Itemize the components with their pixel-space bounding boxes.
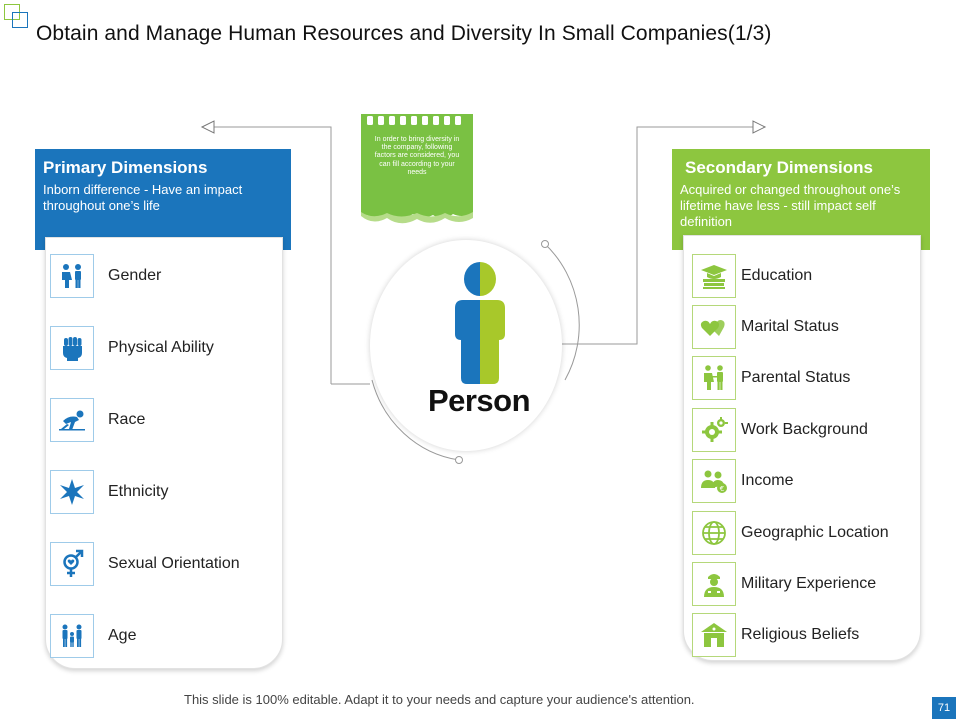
secondary-item-label: Work Background <box>741 421 868 438</box>
income-icon: € <box>692 459 736 503</box>
primary-item-race: Race <box>50 398 145 442</box>
slide-title: Obtain and Manage Human Resources and Di… <box>36 22 772 45</box>
primary-item-gender: Gender <box>50 254 161 298</box>
primary-item-label: Age <box>108 627 137 644</box>
primary-item-label: Sexual Orientation <box>108 555 240 572</box>
temple-icon <box>692 613 736 657</box>
secondary-item-label: Marital Status <box>741 318 839 335</box>
svg-text:€: € <box>720 485 724 493</box>
secondary-item-parental-status: Parental Status <box>692 356 850 400</box>
person-icon <box>455 262 505 384</box>
primary-dimensions-title: Primary Dimensions <box>43 158 208 177</box>
secondary-item-marital-status: Marital Status <box>692 305 839 349</box>
footer-text: This slide is 100% editable. Adapt it to… <box>184 692 695 707</box>
orientation-symbol-icon <box>50 542 94 586</box>
secondary-item-geographic-location: Geographic Location <box>692 511 889 555</box>
secondary-item-label: Education <box>741 267 813 284</box>
secondary-item-label: Religious Beliefs <box>741 626 860 643</box>
primary-dimensions-card: Gender Physical Ability Race Ethnicity S… <box>45 237 283 669</box>
primary-item-sexual-orientation: Sexual Orientation <box>50 542 240 586</box>
torn-paper-icon <box>361 114 473 224</box>
runner-icon <box>50 398 94 442</box>
family-icon <box>50 614 94 658</box>
hearts-icon <box>692 305 736 349</box>
primary-dimensions-subtitle: Inborn difference - Have an impact throu… <box>43 182 243 213</box>
secondary-dimensions-title: Secondary Dimensions <box>685 158 874 177</box>
secondary-item-work-background: Work Background <box>692 408 868 452</box>
sticky-note: In order to bring diversity in the compa… <box>361 114 473 229</box>
primary-item-age: Age <box>50 614 136 658</box>
primary-item-label: Gender <box>108 267 162 284</box>
secondary-dimensions-header: Secondary Dimensions Acquired or changed… <box>672 149 930 250</box>
primary-dimensions-header: Primary Dimensions Inborn difference - H… <box>35 149 291 250</box>
secondary-item-religious-beliefs: Religious Beliefs <box>692 613 859 657</box>
primary-item-physical-ability: Physical Ability <box>50 326 214 370</box>
secondary-dimensions-subtitle: Acquired or changed throughout one’s lif… <box>680 182 901 229</box>
star-burst-icon <box>50 470 94 514</box>
secondary-item-label: Parental Status <box>741 369 851 386</box>
gears-icon <box>692 408 736 452</box>
primary-item-ethnicity: Ethnicity <box>50 470 168 514</box>
secondary-dimensions-card: Education Marital Status Parental Status… <box>683 235 921 661</box>
note-text: In order to bring diversity in the compa… <box>374 136 460 176</box>
secondary-item-education: Education <box>692 254 812 298</box>
secondary-item-military-experience: Military Experience <box>692 562 876 606</box>
page-number: 71 <box>932 697 956 719</box>
graduation-cap-icon <box>692 254 736 298</box>
corner-logo <box>4 4 30 30</box>
primary-item-label: Ethnicity <box>108 483 169 500</box>
secondary-item-label: Income <box>741 472 794 489</box>
parents-icon <box>692 356 736 400</box>
secondary-item-income: € Income <box>692 459 793 503</box>
soldier-icon <box>692 562 736 606</box>
primary-item-label: Physical Ability <box>108 339 214 356</box>
fist-icon <box>50 326 94 370</box>
secondary-item-label: Military Experience <box>741 575 877 592</box>
primary-item-label: Race <box>108 411 146 428</box>
globe-icon <box>692 511 736 555</box>
gender-icon <box>50 254 94 298</box>
secondary-item-label: Geographic Location <box>741 524 889 541</box>
person-label: Person <box>427 383 531 418</box>
